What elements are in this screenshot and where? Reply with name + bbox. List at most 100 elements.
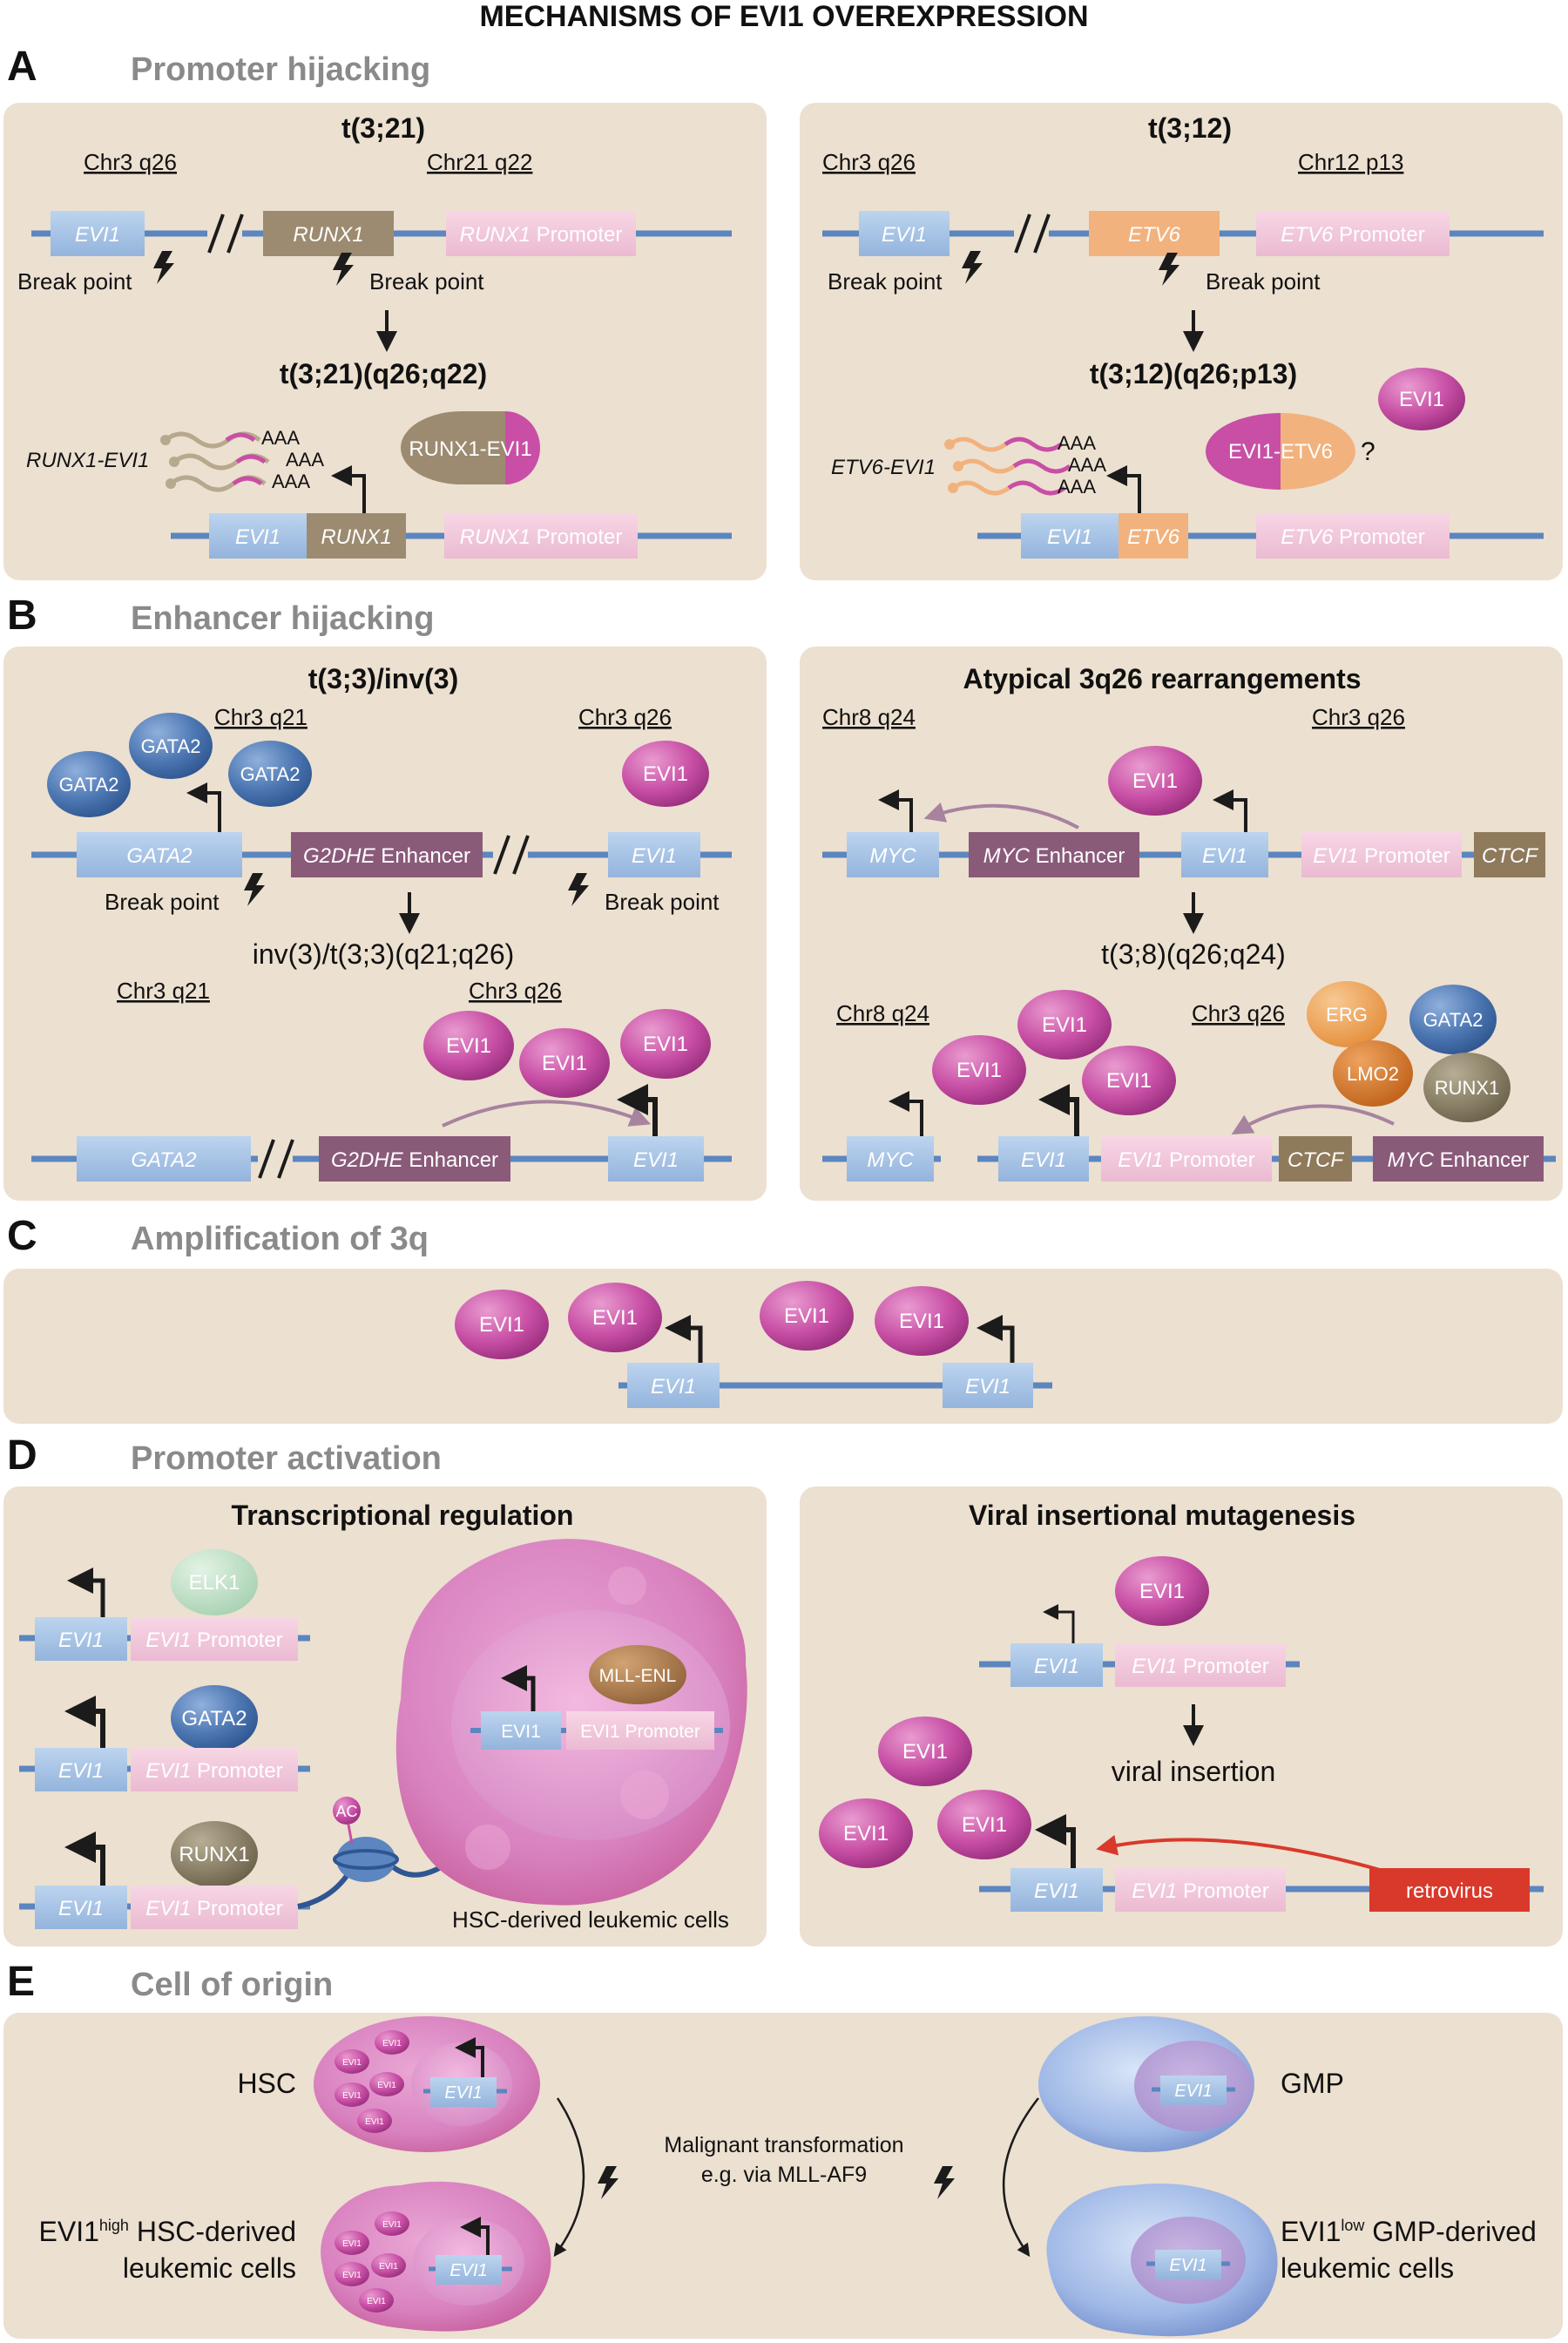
panel-a-left-content: t(3;21) Chr3 q26 Chr21 q22 EVI1 RUNX1 RU… [17,112,732,559]
evi1-protein [819,1798,913,1868]
section-letter-b: B [7,593,37,639]
evi1-promoter-label: EVI1 Promoter [1118,1148,1254,1172]
runx1-promoter-box [446,211,636,256]
evi1-gene-box [1181,832,1268,877]
viral-insertion-label: viral insertion [1112,1756,1276,1787]
evi1-protein [519,1028,610,1098]
break-slash [277,1139,294,1179]
ctcf-label: CTCF [1482,844,1538,868]
panel-d-left-content: Transcriptional regulation ELK1 EVI1 EVI… [19,1500,747,1933]
break-slash [258,1139,275,1179]
myc-gene-box [847,832,939,877]
evi1-protein [620,1009,711,1079]
section-header-b: Enhancer hijacking [131,600,434,637]
section-letter-e: E [7,1959,35,2005]
runx1-evi1-fusion-protein [401,411,540,484]
hsc-derived-leukemic-label: HSC-derived leukemic cells [452,1906,729,1933]
chr8-q24-label: Chr8 q24 [836,1000,929,1026]
evi1-promoter-label: EVI1 Promoter [1313,844,1450,868]
evi1-gene-label: EVI1 [1021,1148,1066,1172]
evi1-protein-label: EVI1 [479,1313,524,1337]
evi1-gene-box [481,1711,561,1750]
etv6-promoter-label: ETV6 Promoter [1281,525,1424,549]
cell-texture [608,1567,646,1605]
evi1-protein-label: EVI1 [446,1034,491,1058]
myc-gene-box [847,1136,934,1182]
evi1-gene-label: EVI1 [1034,1655,1079,1678]
evi1-protein-label: EVI1 [899,1310,944,1333]
transcription-start-arrow [186,782,221,832]
evi1-protein-label: EVI1 [962,1813,1007,1837]
transcription-start-arrow [460,2217,490,2257]
evi1-protein [932,1035,1026,1105]
mini-evi1-proteins: EVI1 EVI1 EVI1 EVI1 EVI1 [335,2211,409,2313]
gata2-protein [47,751,131,817]
evi1-protein-label: EVI1 [592,1306,638,1330]
runx1-protein-label: RUNX1 [179,1843,249,1866]
enhancer-activation-arrow [1231,1104,1395,1135]
chr3-q21-label: Chr3 q21 [214,704,308,730]
retrovirus-box [1369,1868,1530,1912]
acetylation-label: AC [335,1803,357,1820]
evi1-promoter-label: EVI1 Promoter [1132,1655,1268,1678]
evi1-protein-label: EVI1 [843,1822,889,1845]
viral-mutagenesis-title: Viral insertional mutagenesis [969,1500,1355,1531]
evi1-gene-box [1021,513,1119,559]
myc-gene-label: MYC [869,844,916,868]
evi1-protein [568,1283,662,1352]
gata2-protein [1409,985,1497,1054]
poly-a-tail: AAA [286,449,324,471]
panel-c [3,1269,1563,1424]
evi1-gene-label: EVI1 [1174,2082,1212,2101]
mll-enl-protein [589,1645,686,1704]
transcription-start-arrow [1035,1814,1076,1868]
nucleus-texture [620,1771,669,1819]
evi1-gene-box [859,211,950,256]
evi1-gene-label: EVI1 [235,525,280,549]
transcription-start-arrow [1106,465,1141,514]
etv6-gene-label: ETV6 [1127,525,1180,549]
mini-evi1-label: EVI1 [382,2220,402,2230]
evi1-gene-label: EVI1 [449,2261,487,2280]
evi1-promoter-label: EVI1 Promoter [145,1759,282,1783]
transcription-start-arrow [665,1315,703,1363]
gmp-label: GMP [1281,2068,1344,2099]
etv6-gene-box [1089,211,1220,256]
gata2-gene-box [77,832,242,877]
enhancer-activation-arrow [442,1100,652,1127]
myc-enhancer-box [1373,1136,1544,1182]
t38-result: t(3;8)(q26;q24) [1101,938,1286,970]
ctcf-box [1279,1136,1352,1182]
evi1-etv6-protein-label: EVI1-ETV6 [1228,440,1333,464]
section-header-a: Promoter hijacking [131,51,430,88]
ctcf-box [1474,832,1545,877]
transcription-start-arrow [889,1091,923,1136]
figure-title: MECHANISMS OF EVI1 OVEREXPRESSION [479,0,1088,33]
runx1-protein [1423,1053,1511,1122]
runx1-gene-label: RUNX1 [293,223,363,247]
break-point-right: Break point [1206,268,1321,295]
t321-title: t(3;21) [341,112,425,144]
evi1-gene-box [1010,1643,1103,1687]
evi1-gene-box [943,1363,1033,1408]
transcription-start-arrow [331,465,366,514]
evi1-protein-label: EVI1 [643,762,688,786]
etv6-gene-label: ETV6 [1128,223,1181,247]
chr12-p13-label: Chr12 p13 [1298,149,1403,175]
evi1-protein [622,741,709,807]
cell-evi1-promoter-label: EVI1 Promoter [580,1722,700,1742]
retrovirus-activation-arrow [1096,1834,1381,1872]
retrovirus-label: retrovirus [1406,1879,1493,1903]
transcription-start-arrow [1043,1604,1075,1643]
section-header-c: Amplification of 3q [131,1221,429,1257]
question-mark: ? [1361,437,1375,466]
myc-enhancer-box [969,832,1139,877]
evi1-promoter-box [566,1711,714,1750]
break-slash [207,213,225,254]
panel-e-content: HSC EVI1 EVI1 EVI1 EVI1 EVI1 EVI1 EVI1 E… [39,2016,1537,2337]
g2dhe-enhancer-box [319,1136,510,1182]
runx1-protein [171,1821,258,1887]
panel-d-right-content: Viral insertional mutagenesis EVI1 EVI1 … [819,1500,1544,1912]
gata2-protein-label: GATA2 [1423,1009,1484,1031]
